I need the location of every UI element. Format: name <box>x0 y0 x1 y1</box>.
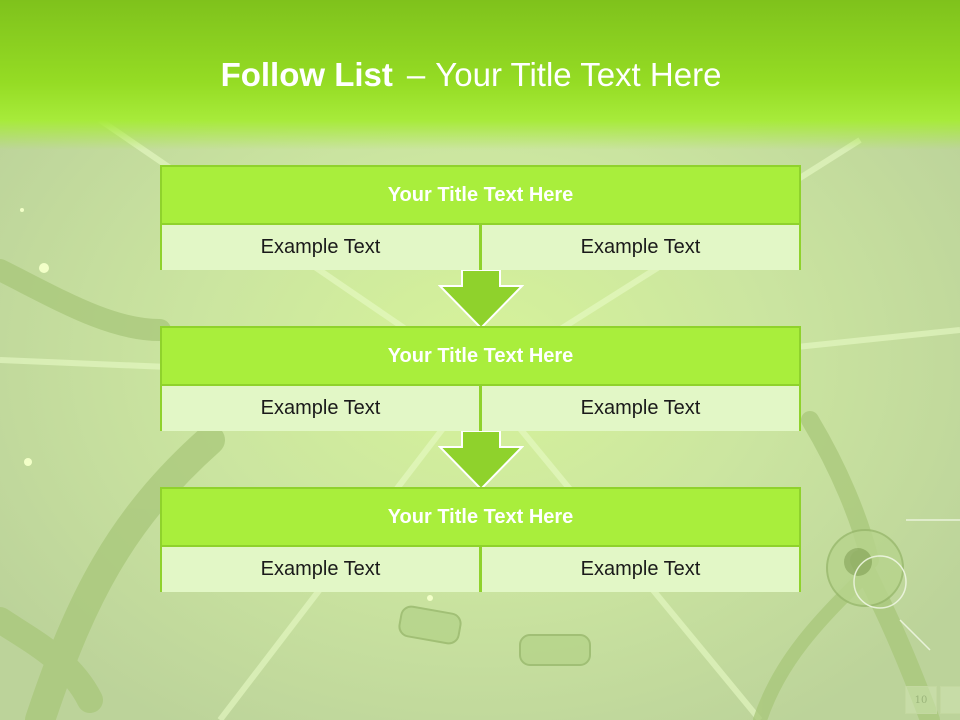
slide-title-bold: Follow List <box>220 56 393 93</box>
block-cell-left: Example Text <box>162 386 479 431</box>
slide-title: Follow List–Your Title Text Here <box>0 52 942 98</box>
block-cell-left: Example Text <box>162 225 479 270</box>
block-cell-right: Example Text <box>482 547 799 592</box>
block-title: Your Title Text Here <box>162 167 799 223</box>
follow-block-3: Your Title Text Here Example Text Exampl… <box>160 487 801 592</box>
block-cell-right: Example Text <box>482 225 799 270</box>
page-number: 10 <box>905 686 937 714</box>
block-title: Your Title Text Here <box>162 328 799 384</box>
slide-title-separator: – <box>406 56 426 93</box>
block-cell-right: Example Text <box>482 386 799 431</box>
block-cell-left: Example Text <box>162 547 479 592</box>
follow-block-2: Your Title Text Here Example Text Exampl… <box>160 326 801 431</box>
page-number-frame <box>940 686 960 714</box>
slide-title-rest: Your Title Text Here <box>435 56 722 93</box>
header-band <box>0 0 960 150</box>
down-arrow-icon <box>438 431 524 491</box>
follow-block-1: Your Title Text Here Example Text Exampl… <box>160 165 801 270</box>
block-title: Your Title Text Here <box>162 489 799 545</box>
down-arrow-icon <box>438 270 524 330</box>
